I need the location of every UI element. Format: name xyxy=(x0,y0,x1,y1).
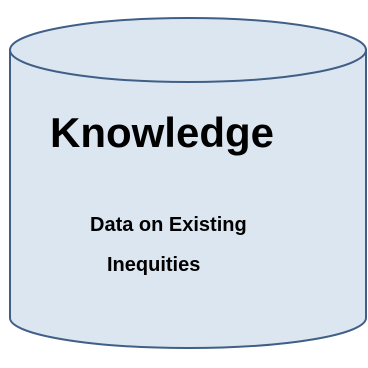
diagram-subtitle-line2: Inequities xyxy=(107,254,201,276)
diagram-subtitle-line1: Data on Existing xyxy=(90,214,247,236)
cylinder-top xyxy=(9,17,367,83)
diagram-title: Knowledge xyxy=(50,109,275,156)
cylinder-body xyxy=(9,49,367,349)
